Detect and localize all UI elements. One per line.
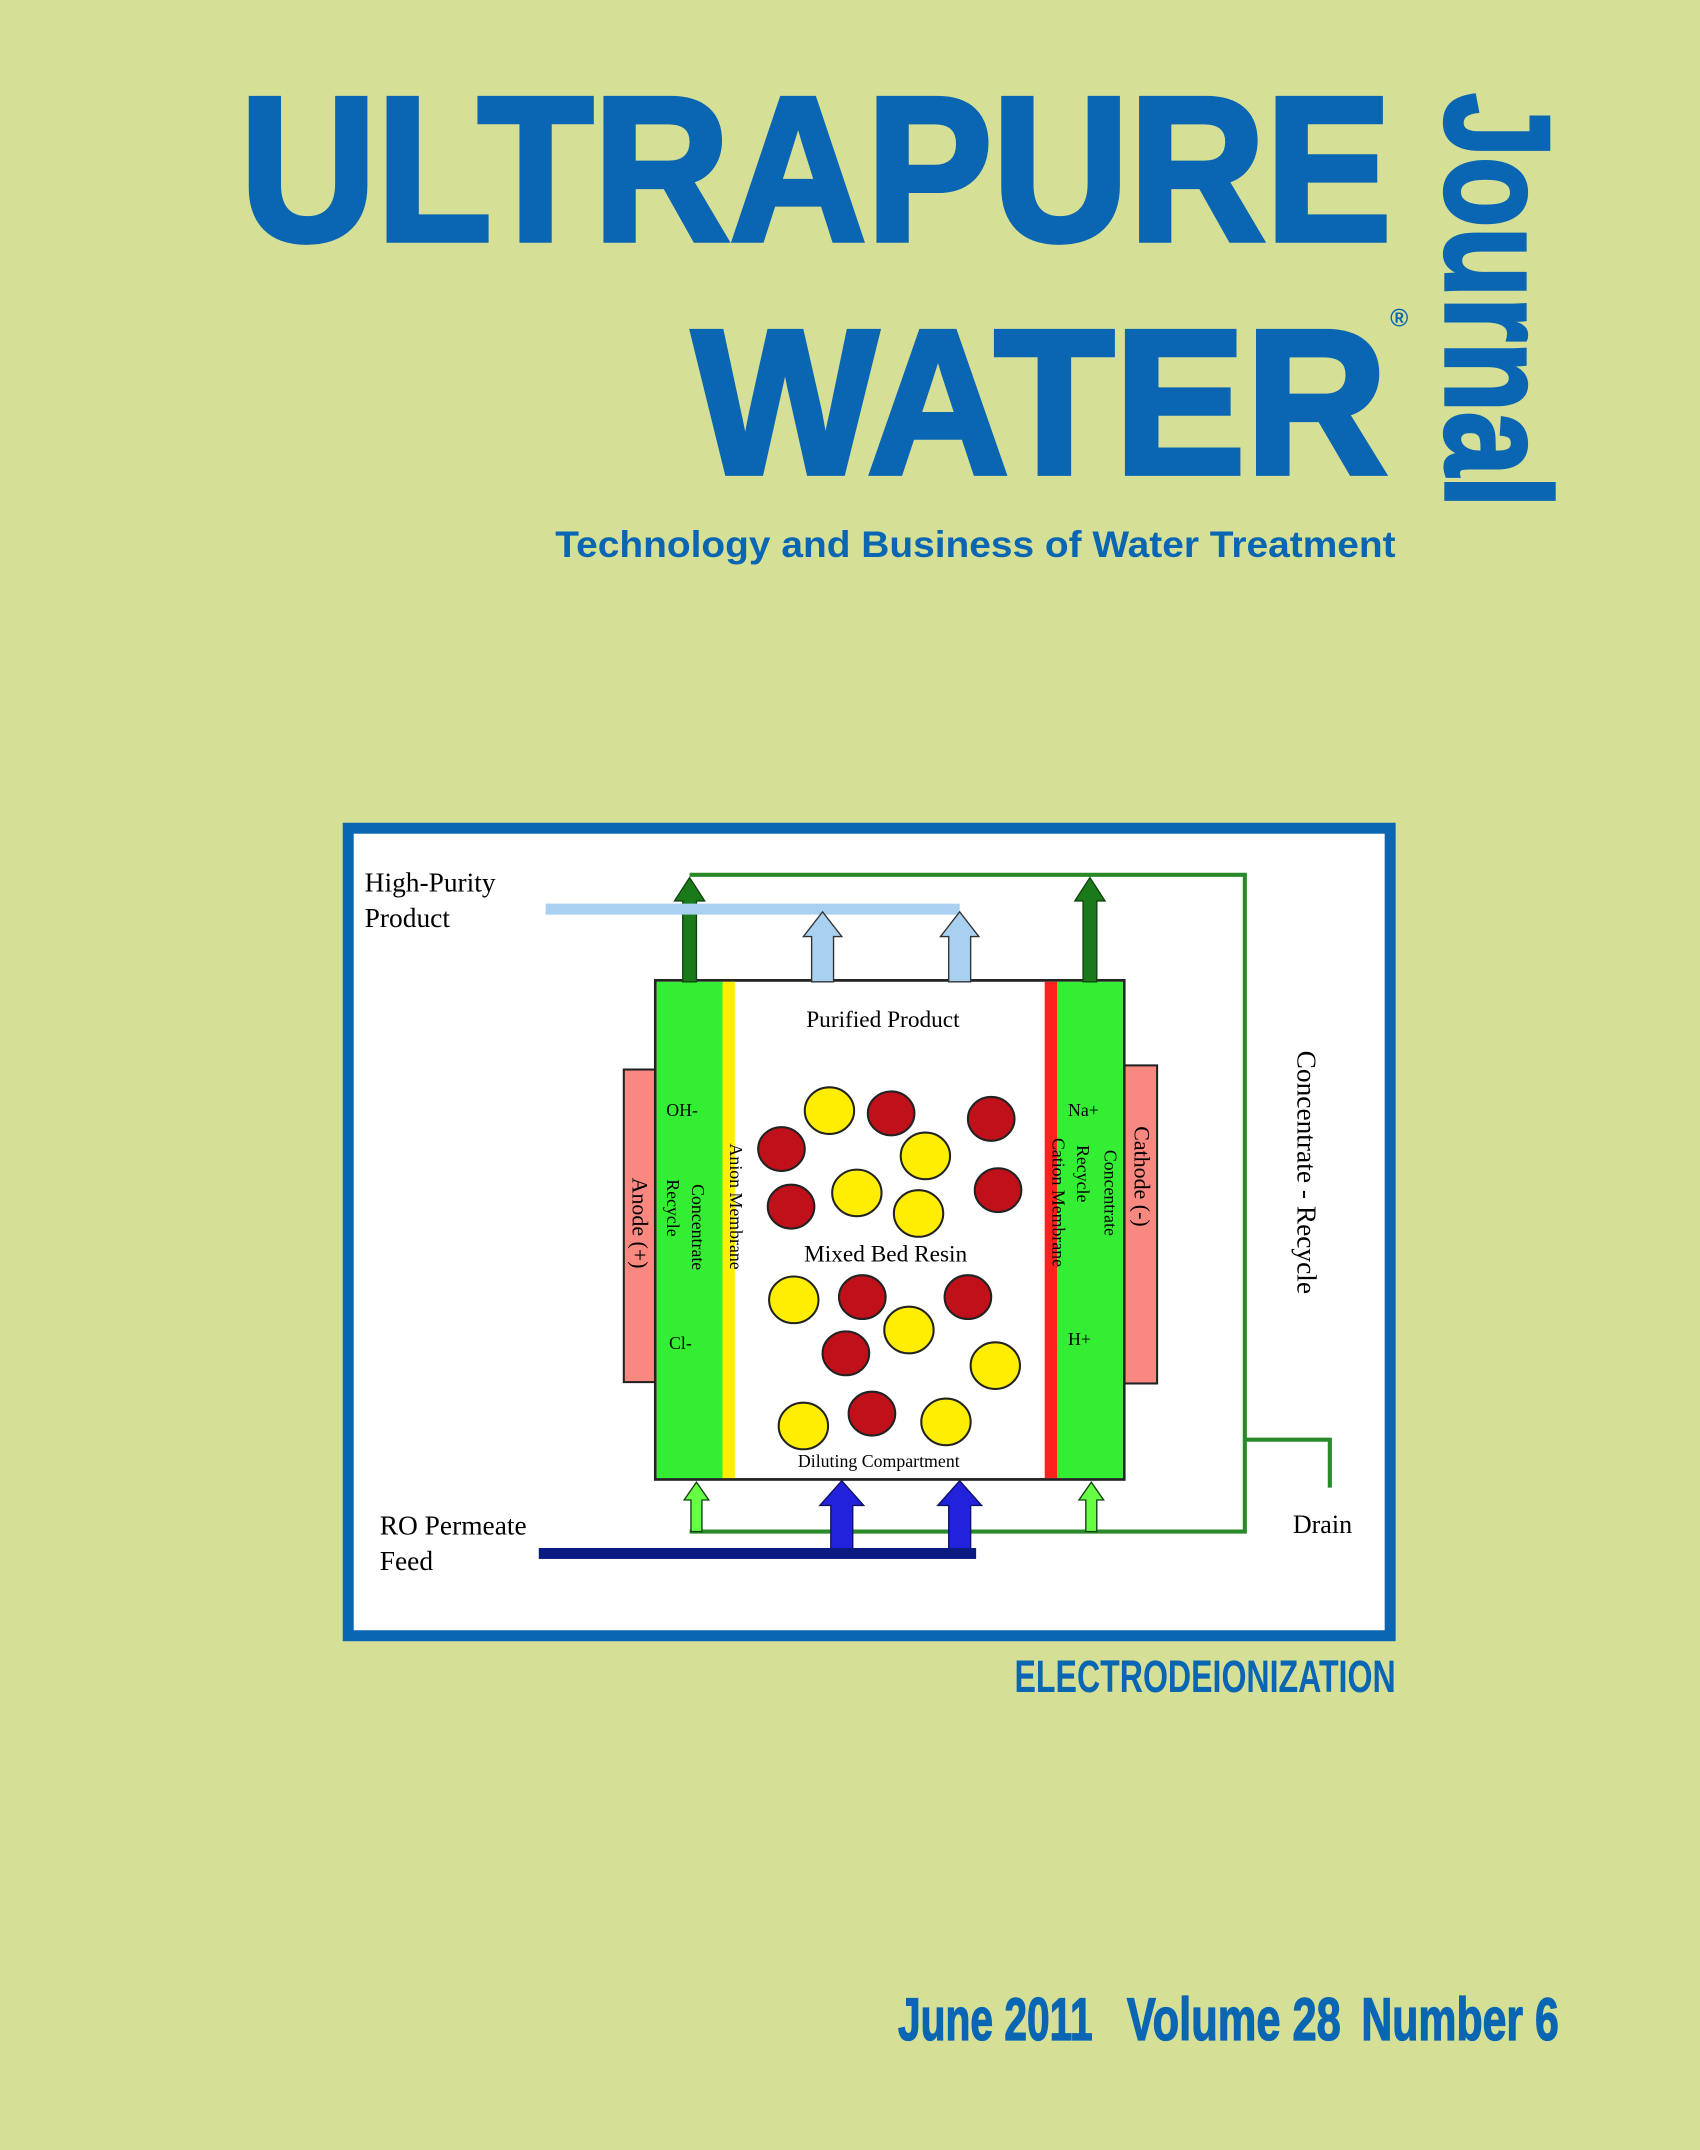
label-high-purity: High-Purity: [365, 867, 496, 897]
cover-caption: ELECTRODEIONIZATION: [1015, 1651, 1396, 1702]
label-purified-product: Purified Product: [806, 1007, 960, 1033]
label-mixed-bed-resin: Mixed Bed Resin: [804, 1241, 967, 1267]
resin-beads: [757, 1086, 1023, 1451]
cation-resin-bead: [973, 1167, 1023, 1214]
label-left-recycle: Recycle: [663, 1179, 683, 1236]
label-concentrate-recycle: Concentrate - Recycle: [1292, 1051, 1322, 1295]
product-arrow-1: [801, 910, 844, 983]
issue-date: June 2011: [898, 1985, 1093, 2053]
anion-resin-bead: [768, 1275, 820, 1325]
feed-arrow-concentrate-right: [1077, 1480, 1105, 1533]
label-h: H+: [1068, 1329, 1091, 1349]
label-cathode: Cathode (-): [1130, 1126, 1155, 1226]
label-left-concentrate: Concentrate: [688, 1184, 708, 1270]
registered-mark: ®: [1390, 305, 1408, 332]
label-product: Product: [365, 903, 451, 933]
cation-membrane: [1044, 981, 1058, 1479]
label-cation-membrane: Cation Membrane: [1048, 1138, 1068, 1267]
feed-arrow-dilute-1: [818, 1479, 866, 1556]
cation-resin-bead: [757, 1126, 806, 1172]
left-concentrate-compartment: [656, 981, 723, 1479]
cathode-electrode: [1123, 1064, 1159, 1385]
cation-resin-bead: [821, 1330, 871, 1377]
product-line: [545, 903, 960, 915]
issue-volume: Volume 28: [1127, 1985, 1341, 2053]
label-right-recycle: Recycle: [1073, 1145, 1093, 1202]
label-anode: Anode (+): [628, 1178, 653, 1269]
title-water: WATER: [692, 287, 1387, 517]
cation-resin-bead: [766, 1183, 816, 1230]
cation-resin-bead: [866, 1090, 916, 1137]
label-oh: OH-: [666, 1100, 698, 1120]
anion-membrane: [722, 981, 735, 1479]
concentrate-out-arrow-right: [1073, 876, 1107, 983]
title-ultrapure: ULTRAPURE: [240, 54, 1392, 284]
anion-resin-bead: [969, 1341, 1022, 1390]
label-cl: Cl-: [669, 1333, 692, 1353]
cation-resin-bead: [966, 1095, 1016, 1142]
anion-resin-bead: [777, 1401, 830, 1451]
cation-resin-bead: [847, 1390, 897, 1437]
title-journal: Journal: [1414, 93, 1579, 507]
label-feed: Feed: [380, 1546, 434, 1576]
cation-resin-bead: [838, 1274, 887, 1321]
concentrate-out-arrow-left: [673, 876, 706, 983]
anion-resin-bead: [920, 1397, 972, 1447]
drain-line: [1244, 1437, 1332, 1488]
label-na: Na+: [1068, 1100, 1099, 1120]
feed-arrow-dilute-2: [936, 1479, 984, 1556]
anion-resin-bead: [892, 1189, 945, 1238]
label-right-concentrate: Concentrate: [1100, 1150, 1120, 1236]
label-ro-permeate: RO Permeate: [380, 1510, 527, 1540]
issue-number: Number 6: [1361, 1985, 1558, 2053]
label-anion-membrane: Anion Membrane: [726, 1144, 746, 1270]
anion-resin-bead: [803, 1086, 856, 1135]
feed-arrow-concentrate-left: [682, 1480, 711, 1533]
cation-resin-bead: [943, 1274, 993, 1321]
edi-diagram: High-Purity Product RO Permeate Feed Pur…: [342, 822, 1396, 1642]
feed-line: [538, 1547, 977, 1559]
anion-resin-bead: [831, 1168, 883, 1218]
label-drain: Drain: [1293, 1510, 1352, 1539]
tagline: Technology and Business of Water Treatme…: [555, 523, 1395, 565]
anion-resin-bead: [883, 1305, 935, 1355]
label-diluting-compartment: Diluting Compartment: [798, 1451, 960, 1471]
right-concentrate-compartment: [1057, 981, 1123, 1479]
anion-resin-bead: [899, 1131, 952, 1181]
product-arrow-2: [939, 910, 981, 983]
